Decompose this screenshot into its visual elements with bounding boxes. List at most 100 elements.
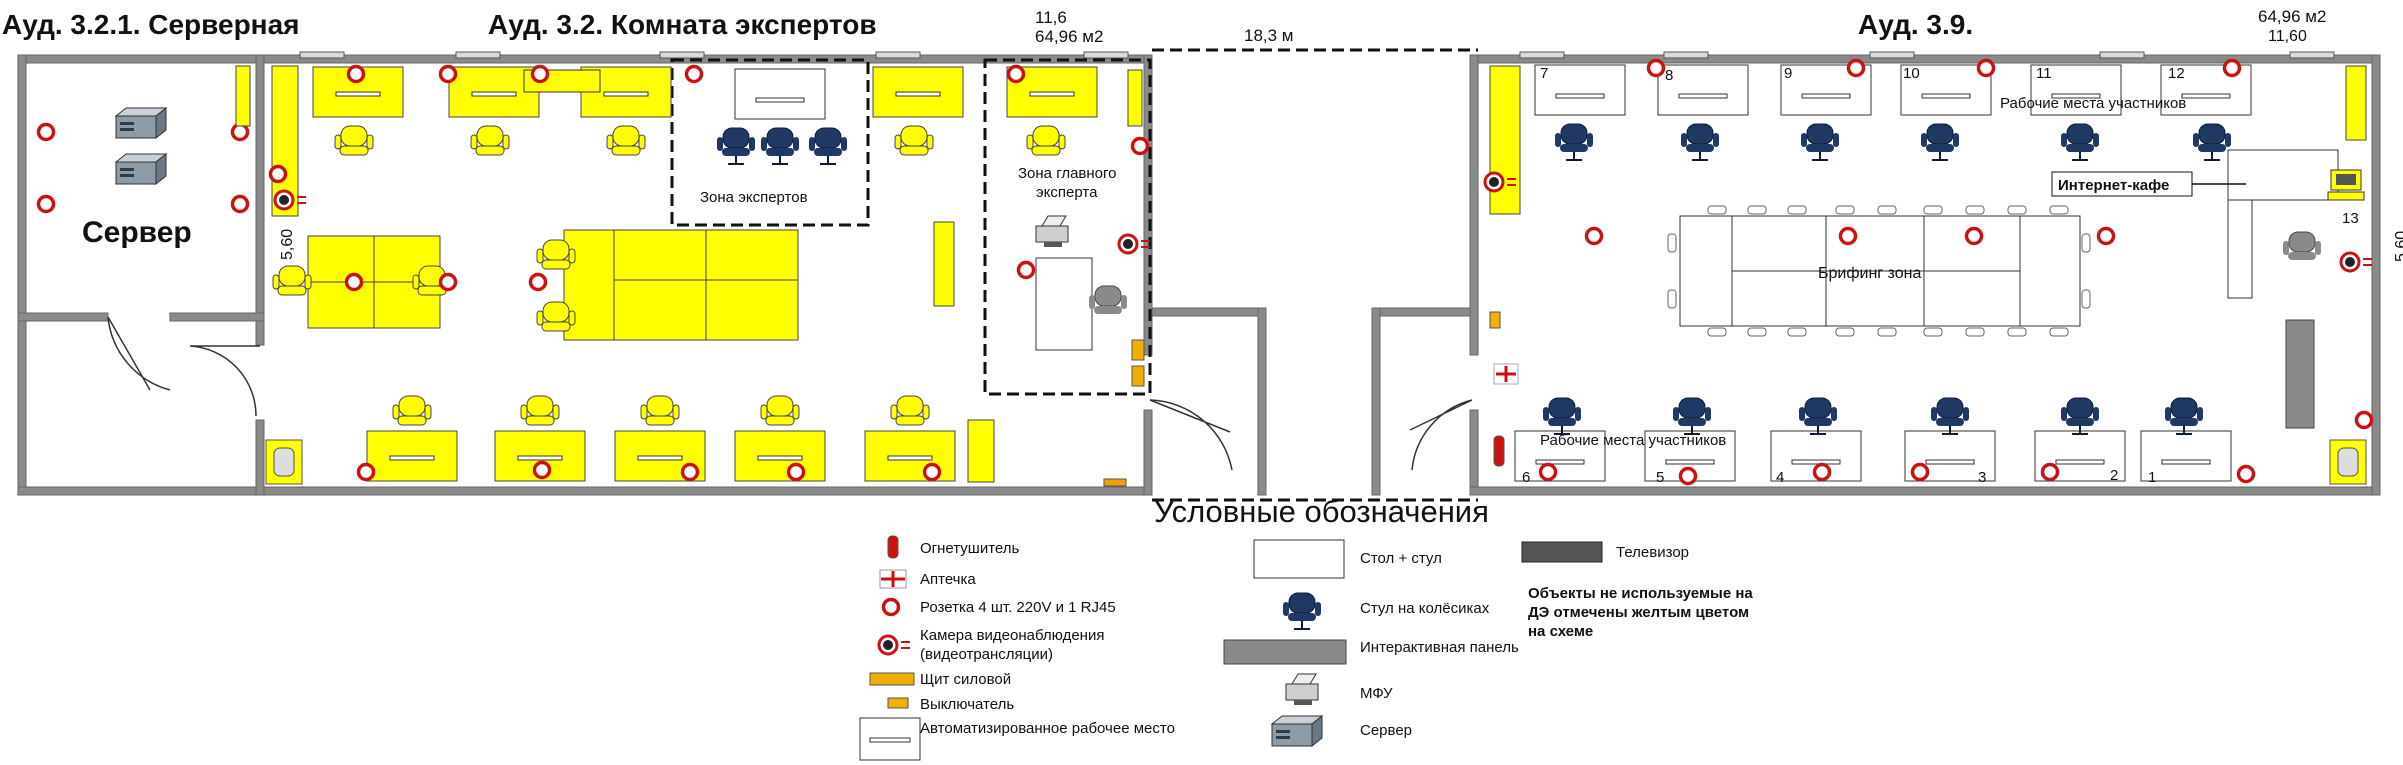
socket-icon bbox=[438, 64, 458, 84]
wheeled-chair-icon bbox=[2164, 397, 2204, 435]
chair-unused bbox=[470, 125, 510, 156]
chair-unused bbox=[894, 125, 934, 156]
wheeled-chair-icon bbox=[1930, 397, 1970, 435]
power-panel-icon bbox=[1489, 65, 1521, 215]
wheeled-chair-icon bbox=[1798, 397, 1838, 435]
unused-cabinet bbox=[933, 221, 955, 307]
socket-icon bbox=[1006, 64, 1026, 84]
participants-top-label: Рабочие места участников bbox=[2000, 95, 2186, 112]
desk-chair-icon bbox=[1253, 539, 1345, 579]
experts-zone-boundary bbox=[670, 58, 870, 227]
legend-item-label: Аптечка bbox=[920, 571, 976, 588]
room-39: 7 8 9 10 11 12 Рабочие места участников … bbox=[1483, 58, 2403, 486]
socket-icon bbox=[1584, 226, 1604, 246]
desk-unused bbox=[872, 66, 964, 118]
workstation-number: 7 bbox=[1540, 65, 1548, 82]
socket-icon bbox=[680, 462, 700, 482]
socket-icon bbox=[528, 272, 548, 292]
workstation-number: 4 bbox=[1776, 469, 1784, 486]
experts-zone-label: Зона экспертов bbox=[700, 189, 808, 206]
wheeled-chair-icon bbox=[1282, 592, 1322, 630]
corridor-boundary bbox=[1152, 48, 1478, 502]
socket-icon bbox=[1910, 462, 1930, 482]
chair-unused bbox=[272, 265, 312, 296]
camera-icon bbox=[273, 189, 308, 211]
legend-item-label: Щит силовой bbox=[920, 671, 1011, 688]
socket-icon bbox=[881, 597, 901, 617]
workstation-number: 6 bbox=[1522, 469, 1530, 486]
socket-icon bbox=[36, 194, 56, 214]
experts-room-title: Ауд. 3.2. Комната экспертов bbox=[488, 9, 877, 40]
internet-cafe-label-box bbox=[2051, 171, 2193, 197]
socket-icon bbox=[1130, 136, 1150, 156]
server-zone-label: Сервер bbox=[82, 216, 192, 249]
chair-unused bbox=[606, 125, 646, 156]
legend-item-label: Огнетушитель bbox=[920, 540, 1020, 557]
socket-icon bbox=[1678, 466, 1698, 486]
chair-unused bbox=[520, 395, 560, 426]
workstation-number: 12 bbox=[2168, 65, 2185, 82]
camera-icon bbox=[2339, 251, 2374, 273]
workstation-number: 13 bbox=[2342, 210, 2359, 227]
room39-area-label: 64,96 м2 bbox=[2258, 7, 2326, 26]
interactive-panel-icon bbox=[1223, 639, 1347, 665]
socket-icon bbox=[346, 64, 366, 84]
socket-icon bbox=[2040, 462, 2060, 482]
socket-icon bbox=[1016, 260, 1036, 280]
legend-item-label: Автоматизированное рабочее место bbox=[920, 720, 1175, 737]
socket-icon bbox=[1538, 462, 1558, 482]
socket-icon bbox=[1846, 58, 1866, 78]
socket-icon bbox=[2354, 410, 2374, 430]
unused-cabinet bbox=[2345, 65, 2367, 141]
room32-depth-label: 5,60 bbox=[279, 229, 296, 260]
wheeled-chair-icon bbox=[1920, 123, 1960, 161]
switch-icon bbox=[1131, 365, 1145, 387]
wheeled-chair-icon bbox=[1672, 397, 1712, 435]
windows bbox=[299, 51, 2335, 59]
workstation-number: 1 bbox=[2148, 469, 2156, 486]
wheeled-chair-icon bbox=[1680, 123, 1720, 161]
legend-item-label: Интерактивная панель bbox=[1360, 639, 1519, 656]
desk-unused bbox=[734, 430, 826, 482]
doors bbox=[107, 316, 1473, 471]
wheeled-chair-icon bbox=[1554, 123, 1594, 161]
chair-unused bbox=[890, 395, 930, 426]
socket-icon bbox=[2236, 464, 2256, 484]
wheeled-chair-icon bbox=[760, 127, 800, 165]
legend-item-label: Телевизор bbox=[1616, 544, 1689, 561]
socket-icon bbox=[268, 164, 288, 184]
chair-unused bbox=[392, 395, 432, 426]
socket-icon bbox=[1976, 58, 1996, 78]
expert-desk bbox=[734, 68, 826, 120]
mfp-icon bbox=[1285, 673, 1319, 706]
room39-width-label: 11,60 bbox=[2268, 28, 2307, 45]
wheeled-chair-icon bbox=[2060, 123, 2100, 161]
participants-bottom-label: Рабочие места участников bbox=[1540, 432, 1726, 449]
legend-item-label: Сервер bbox=[1360, 722, 1412, 739]
wheeled-chair-icon bbox=[2192, 123, 2232, 161]
conference-table-unused bbox=[563, 229, 799, 341]
room39-depth-label: 5,60 bbox=[2393, 231, 2403, 262]
socket-icon bbox=[922, 462, 942, 482]
bottom-workstations: Рабочие места участников 6 5 4 3 2 1 bbox=[1514, 397, 2232, 486]
wheeled-chair-icon bbox=[716, 127, 756, 165]
chief-expert-desk bbox=[1035, 257, 1093, 351]
workstation-number: 2 bbox=[2110, 467, 2118, 484]
wheeled-chair-icon bbox=[1800, 123, 1840, 161]
camera-icon bbox=[877, 634, 912, 656]
socket-icon bbox=[684, 64, 704, 84]
socket-icon bbox=[2222, 58, 2242, 78]
mfp-icon bbox=[1035, 215, 1069, 248]
workstation-number: 3 bbox=[1978, 469, 1986, 486]
workstation-number: 10 bbox=[1903, 65, 1920, 82]
power-panel-icon bbox=[869, 672, 915, 686]
tv-icon bbox=[1521, 541, 1603, 563]
workstation-number: 5 bbox=[1656, 469, 1664, 486]
socket-icon bbox=[1838, 226, 1858, 246]
workstation-number: 9 bbox=[1784, 65, 1792, 82]
server-room-title: Ауд. 3.2.1. Серверная bbox=[2, 9, 300, 40]
socket-icon bbox=[2096, 226, 2116, 246]
legend-item-label: Стул на колёсиках bbox=[1360, 600, 1490, 617]
server-room: Сервер bbox=[36, 65, 303, 485]
